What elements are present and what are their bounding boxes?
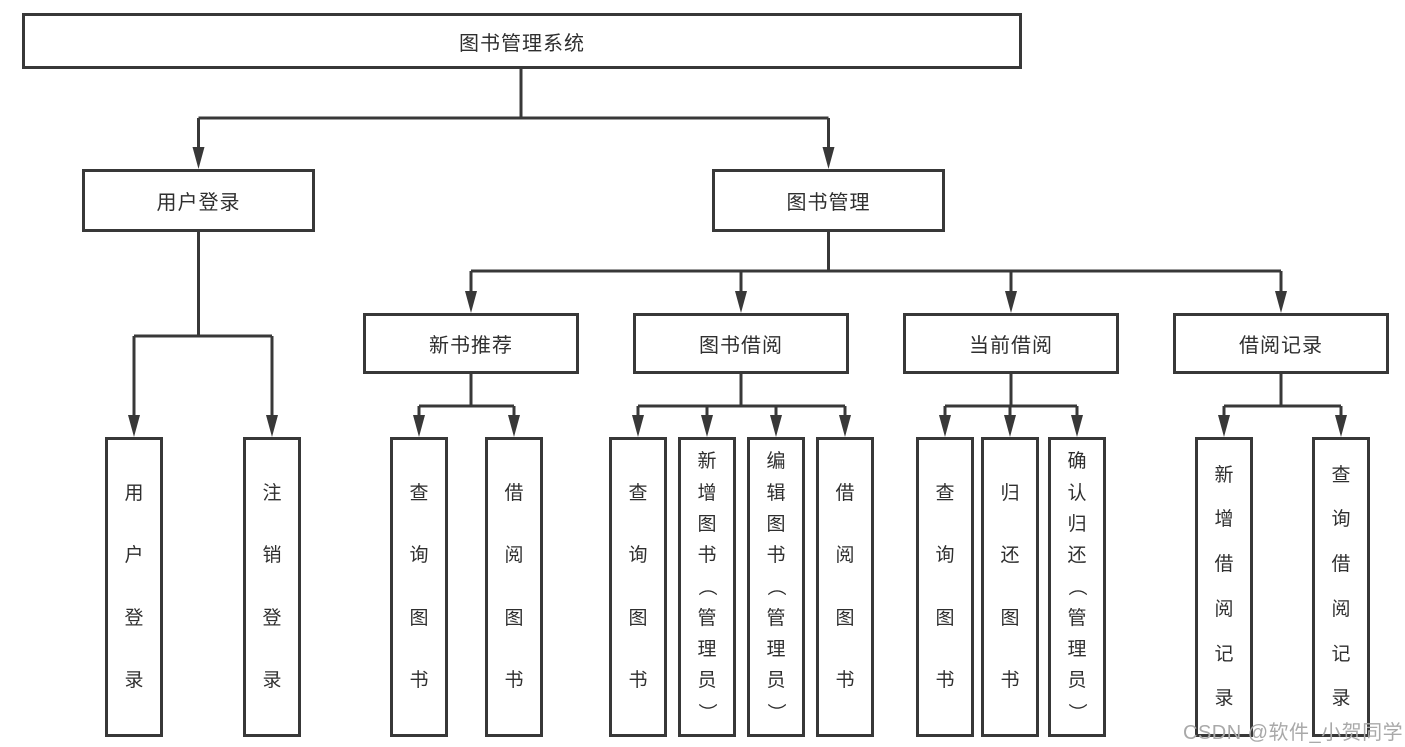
- leaf-label: 新增借阅记录: [1214, 464, 1234, 710]
- leaf-records-add: 新增借阅记录: [1195, 437, 1253, 737]
- node-book-management: 图书管理: [712, 169, 945, 232]
- leaf-label: 确认归还（管理员）: [1066, 451, 1088, 722]
- node-book-borrowing: 图书借阅: [633, 313, 849, 374]
- node-label: 新书推荐: [429, 335, 513, 357]
- node-label: 当前借阅: [969, 335, 1053, 357]
- node-user-login: 用户登录: [82, 169, 315, 232]
- leaf-borrowing-edit-admin: 编辑图书（管理员）: [747, 437, 805, 737]
- leaf-user-login: 用户登录: [105, 437, 163, 737]
- node-label: 图书管理: [786, 192, 871, 214]
- leaf-label: 归还图书: [1000, 482, 1020, 692]
- node-label: 图书管理系统: [459, 32, 585, 55]
- node-label: 借阅记录: [1239, 335, 1323, 357]
- leaf-label: 注销登录: [262, 482, 282, 692]
- node-borrow-records: 借阅记录: [1173, 313, 1389, 374]
- node-current-borrowing: 当前借阅: [903, 313, 1119, 374]
- leaf-label: 查询借阅记录: [1331, 464, 1351, 710]
- leaf-label: 用户登录: [124, 482, 144, 692]
- node-label: 用户登录: [156, 192, 241, 214]
- watermark: CSDN @软件_小贺同学: [1183, 722, 1404, 744]
- node-label: 图书借阅: [699, 335, 783, 357]
- leaf-borrowing-borrow: 借阅图书: [816, 437, 874, 737]
- node-new-books: 新书推荐: [363, 313, 579, 374]
- leaf-label: 编辑图书（管理员）: [765, 451, 787, 722]
- leaf-borrowing-add-admin: 新增图书（管理员）: [678, 437, 736, 737]
- leaf-label: 借阅图书: [504, 482, 524, 692]
- node-root-system: 图书管理系统: [22, 13, 1022, 69]
- leaf-label: 新增图书（管理员）: [696, 451, 718, 722]
- leaf-borrowing-query: 查询图书: [609, 437, 667, 737]
- leaf-records-query: 查询借阅记录: [1312, 437, 1370, 737]
- arrowhead-icons: [128, 147, 1347, 437]
- leaf-label: 查询图书: [628, 482, 648, 692]
- leaf-label: 查询图书: [935, 482, 955, 692]
- leaf-logout: 注销登录: [243, 437, 301, 737]
- leaf-label: 查询图书: [409, 482, 429, 692]
- leaf-current-query: 查询图书: [916, 437, 974, 737]
- leaf-label: 借阅图书: [835, 482, 855, 692]
- leaf-new-books-query: 查询图书: [390, 437, 448, 737]
- leaf-current-return: 归还图书: [981, 437, 1039, 737]
- leaf-current-confirm-return-admin: 确认归还（管理员）: [1048, 437, 1106, 737]
- leaf-new-books-borrow: 借阅图书: [485, 437, 543, 737]
